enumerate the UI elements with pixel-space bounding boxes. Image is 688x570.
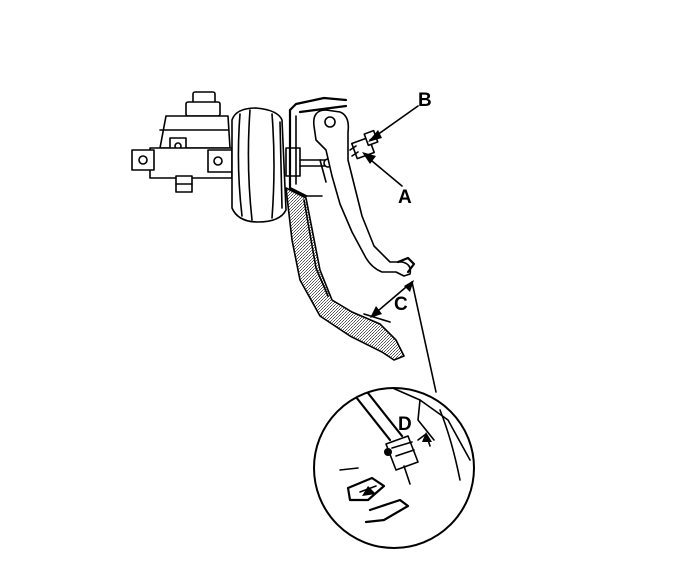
brake-pedal-arm	[312, 109, 416, 277]
pedal-bracket	[288, 96, 348, 198]
callout-c-label: C	[394, 294, 408, 315]
callout-d-label: D	[398, 414, 412, 435]
floor-panel	[285, 187, 405, 361]
callout-a-label: A	[398, 187, 412, 208]
leader-lines	[362, 105, 437, 393]
detail-view	[313, 387, 475, 549]
callout-b-label: B	[418, 90, 432, 111]
master-cylinder	[131, 91, 233, 193]
callout-labels: B A C D	[394, 90, 432, 435]
